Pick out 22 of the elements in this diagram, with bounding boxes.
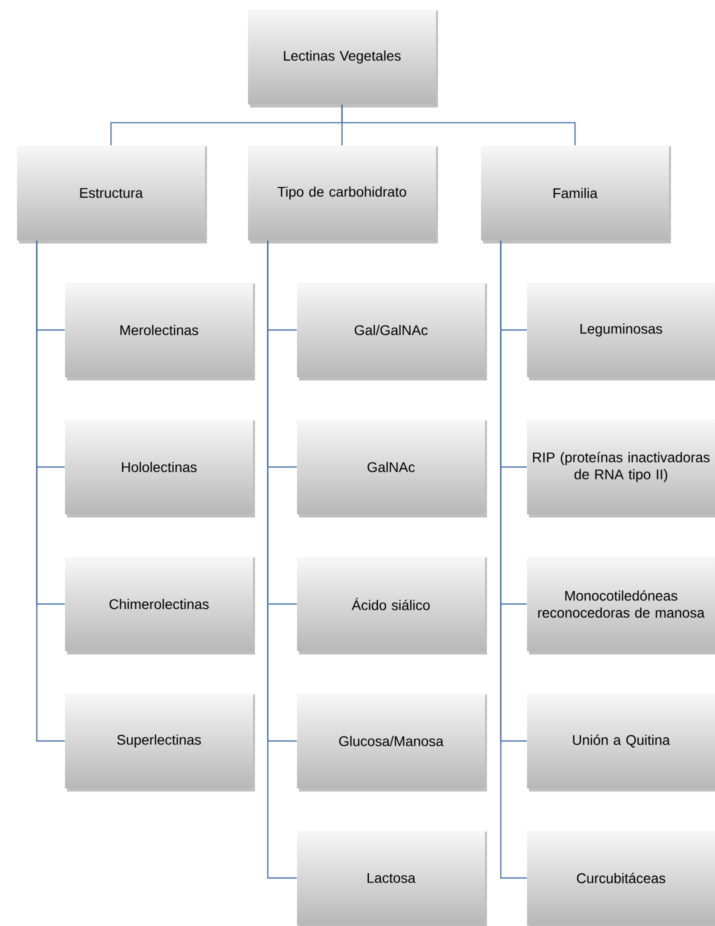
category-box: Familia [481, 146, 671, 244]
category-box: Ácido siálico [297, 556, 487, 654]
category-box: Monocotiledóneas reconocedoras de manosa [527, 556, 715, 654]
category-box: Lectinas Vegetales [248, 10, 438, 108]
category-box: RIP (proteínas inactivadoras de RNA tipo II) [527, 420, 715, 518]
category-box: Leguminosas [527, 282, 715, 380]
category-box: Unión a Quitina [527, 694, 715, 792]
category-box: Superlectinas [65, 694, 255, 792]
category-box: Curcubitáceas [527, 830, 715, 926]
connector-line [36, 240, 65, 742]
category-box: Merolectinas [65, 282, 255, 380]
category-box: Tipo de carbohidrato [248, 146, 438, 244]
category-box: Glucosa/Manosa [297, 694, 487, 792]
category-box: Hololectinas [65, 420, 255, 518]
connector-line [500, 240, 527, 879]
connector-line [267, 240, 297, 879]
category-box: GalNAc [297, 420, 487, 518]
category-box: Chimerolectinas [65, 556, 255, 654]
category-box: Gal/GalNAc [297, 282, 487, 380]
category-box: Lactosa [297, 830, 487, 926]
category-box: Estructura [17, 146, 207, 244]
connector-line [341, 104, 576, 146]
